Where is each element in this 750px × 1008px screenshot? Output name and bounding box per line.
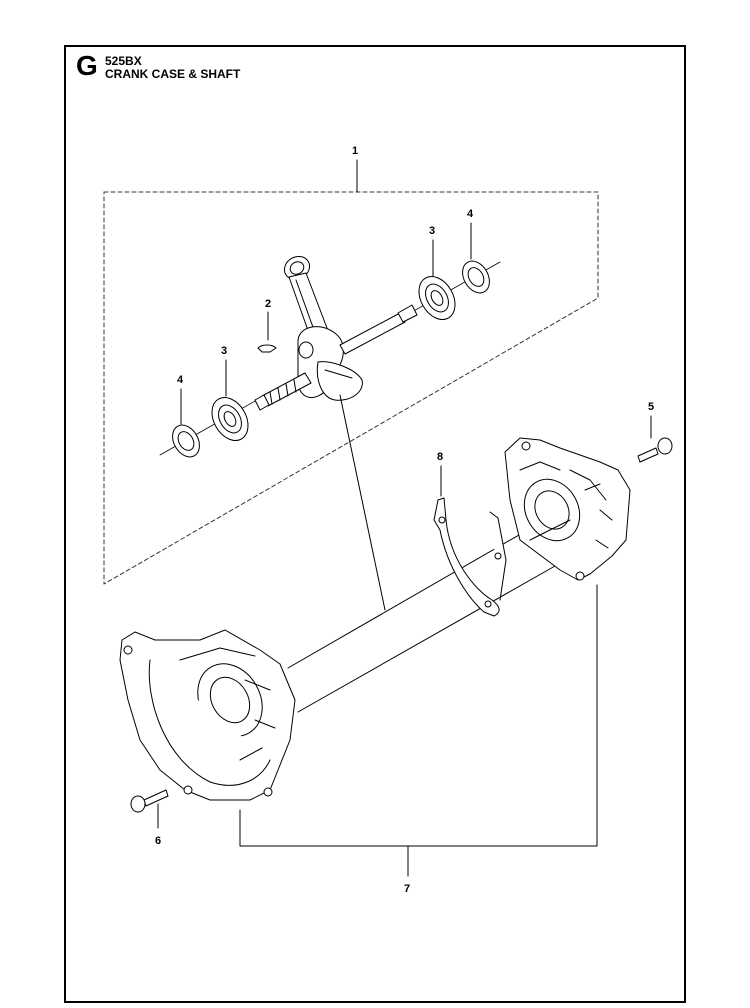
- bolt-6: [131, 790, 168, 828]
- assembly-line-b: [298, 566, 555, 712]
- section-letter: G: [76, 50, 98, 81]
- crankshaft: [255, 305, 417, 410]
- bearing-left: [205, 360, 256, 447]
- callout-5: 5: [648, 401, 655, 413]
- callout-6: 6: [155, 835, 162, 847]
- callout-7: 7: [404, 883, 411, 895]
- callout-3-right: 3: [429, 225, 436, 237]
- kit-boundary: [104, 192, 598, 584]
- leader-crank: [340, 395, 385, 610]
- gasket: [434, 466, 506, 616]
- model-label: 525BX: [105, 54, 142, 68]
- bolt-5: [638, 416, 672, 462]
- callout-3-left: 3: [221, 345, 228, 357]
- callout-4-right: 4: [467, 208, 474, 220]
- woodruff-key: [258, 312, 276, 352]
- callout-8: 8: [437, 451, 444, 463]
- callout-2: 2: [265, 298, 272, 310]
- diagram-title: CRANK CASE & SHAFT: [105, 67, 241, 81]
- leader-7-bracket: [240, 585, 597, 846]
- diagram-frame: [64, 45, 686, 1003]
- seal-right: [457, 223, 495, 298]
- crankcase-half-left: [120, 630, 295, 800]
- connecting-rod: [280, 252, 327, 336]
- seal-left: [167, 389, 205, 462]
- bearing-right: [412, 240, 463, 326]
- crankcase-half-right: [505, 438, 630, 580]
- callout-1: 1: [352, 145, 359, 157]
- callout-4-left: 4: [177, 374, 184, 386]
